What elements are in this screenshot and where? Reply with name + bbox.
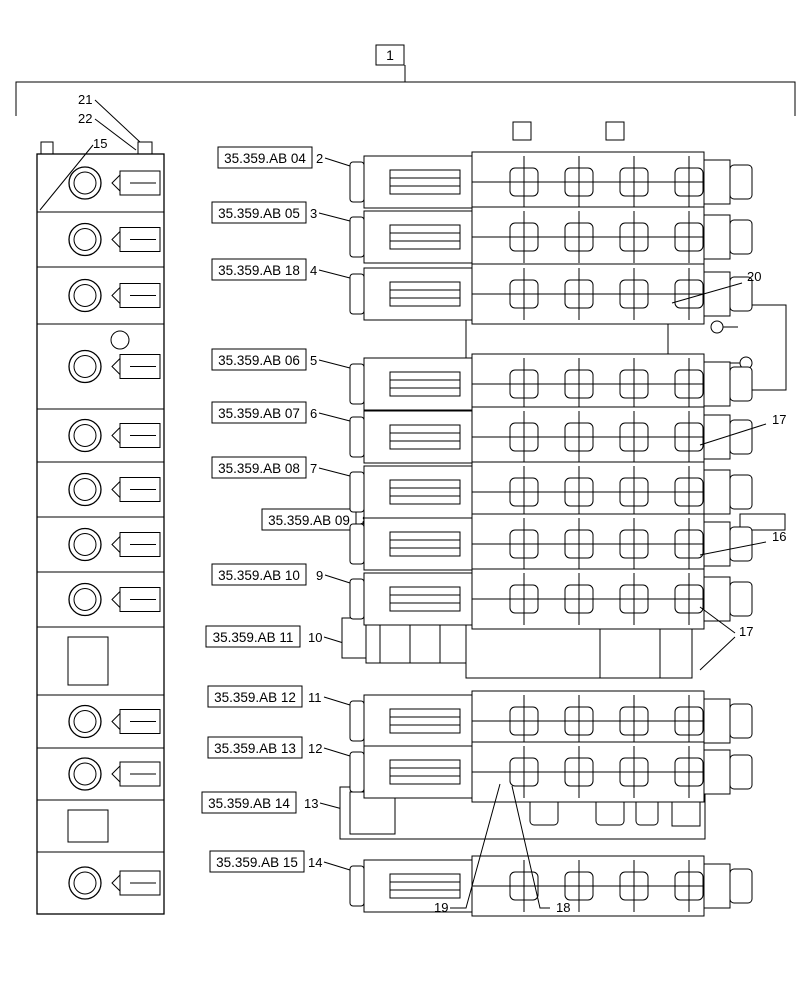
top-callouts: 21 22 15 [39,92,142,211]
callout-17-upper: 17 [772,412,786,427]
section-ref-label: 35.359.AB 08 [218,461,300,476]
valve-spool-section [349,151,753,213]
side-section [37,211,164,257]
section-reference-10: 35.359.AB 11 10 [205,625,351,648]
item-number: 3 [310,206,317,221]
section-reference-4: 35.359.AB 18 4 [211,258,351,281]
section-ref-label: 35.359.AB 12 [214,690,296,705]
valve-spool-section [349,461,753,523]
section-ref-label: 35.359.AB 04 [224,151,306,166]
callout-16: 16 [772,529,786,544]
bottom-callouts: 19 18 [434,783,570,915]
callout-18: 18 [556,900,570,915]
item-number: 13 [304,796,318,811]
side-section [37,626,164,686]
valve-spool-section [349,513,753,575]
valve-spool-section [349,568,753,630]
item-number: 9 [316,568,323,583]
section-reference-12: 35.359.AB 13 12 [207,736,351,759]
section-ref-label: 35.359.AB 10 [218,568,300,583]
section-ref-label: 35.359.AB 11 [213,630,294,645]
side-section [37,153,164,200]
section-ref-label: 35.359.AB 14 [208,796,290,811]
item-number: 10 [308,630,322,645]
section-ref-label: 35.359.AB 18 [218,263,300,278]
side-section [37,851,164,900]
section-reference-13: 35.359.AB 14 13 [201,791,351,814]
valve-spool-section [349,263,753,325]
valve-spool-section [349,741,753,803]
item-number: 5 [310,353,317,368]
valve-spool-section [349,353,753,415]
callout-22: 22 [78,111,92,126]
valve-spool-section [349,690,753,752]
callout-20: 20 [747,269,761,284]
item-number: 4 [310,263,317,278]
assembly-number: 1 [386,47,394,63]
callout-21: 21 [78,92,92,107]
side-section [37,694,164,739]
item-number: 11 [308,690,322,705]
section-ref-label: 35.359.AB 05 [218,206,300,221]
side-section [37,747,164,791]
side-section [37,516,164,562]
callout-15: 15 [93,136,107,151]
section-reference-9: 35.359.AB 10 9 [211,563,351,586]
item-number: 12 [308,741,322,756]
right-callouts: 20 17 16 17 [671,269,786,671]
section-ref-label: 35.359.AB 09 [268,513,350,528]
item-number: 7 [310,461,317,476]
side-section [37,461,164,507]
section-reference-5: 35.359.AB 06 5 [211,348,351,371]
section-reference-3: 35.359.AB 05 3 [211,201,351,224]
side-section [37,799,164,843]
section-ref-label: 35.359.AB 07 [218,406,300,421]
assembly-callout: 1 [15,44,796,116]
side-section [37,408,164,453]
valve-spool-section [349,406,753,468]
valve-sections [339,121,787,917]
item-number: 6 [310,406,317,421]
section-ref-label: 35.359.AB 13 [214,741,296,756]
section-ref-label: 35.359.AB 06 [218,353,300,368]
section-ref-label: 35.359.AB 15 [216,855,298,870]
side-section [37,323,164,384]
valve-spool-section [349,855,753,917]
side-section [37,266,164,313]
item-number: 2 [316,151,323,166]
item-number: 14 [308,855,322,870]
section-reference-2: 35.359.AB 04 2 [217,146,351,169]
valve-spool-section [349,206,753,268]
section-reference-6: 35.359.AB 07 6 [211,401,351,424]
valve-bank-side-view [36,141,165,915]
section-reference-14: 35.359.AB 15 14 [209,850,351,873]
section-reference-11: 35.359.AB 12 11 [207,685,351,708]
side-section [37,571,164,617]
callout-19: 19 [434,900,448,915]
section-reference-7: 35.359.AB 08 7 [211,456,351,479]
callout-17-lower: 17 [739,624,753,639]
